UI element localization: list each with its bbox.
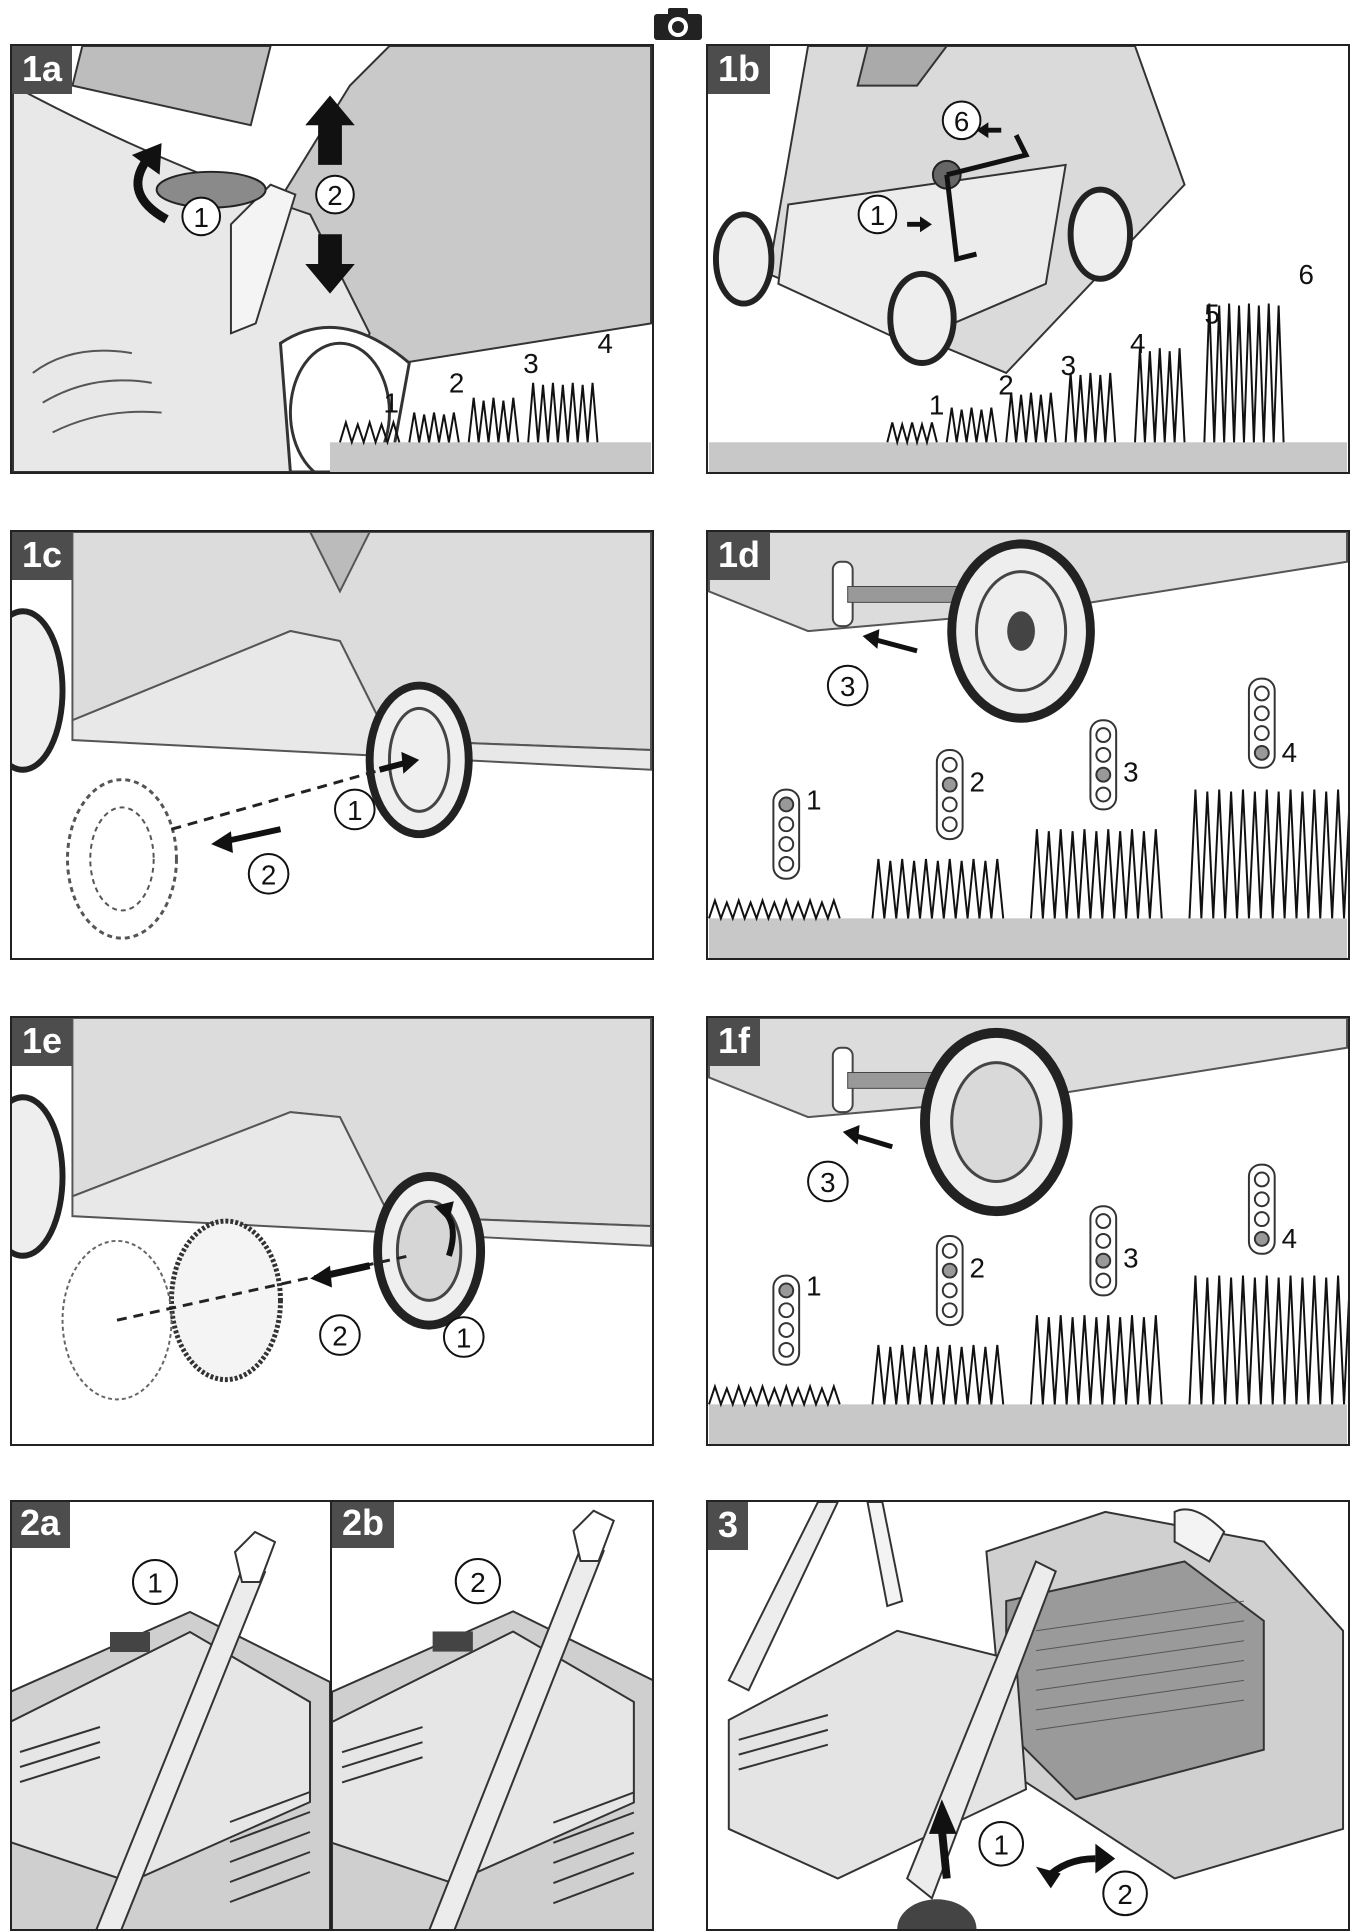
panel-3: 3 1 2 — [706, 1500, 1350, 1931]
panel-1c: 1c 1 2 — [10, 530, 654, 960]
illustration-height-lever — [12, 46, 652, 472]
camera-icon — [654, 8, 702, 40]
panel-2: 2a 1 2b — [10, 1500, 654, 1931]
panel-tag: 1c — [12, 532, 73, 580]
panel-1a: 1a 1 2 1 2 3 4 — [10, 44, 654, 474]
panel-tag: 1a — [12, 46, 73, 94]
illustration-wheel-change — [12, 1018, 652, 1401]
illustration-handle-fold-alt — [332, 1509, 652, 1929]
panel-1f: 1f 3 1 2 3 4 — [706, 1016, 1350, 1446]
panel-1d: 1d 3 1 2 3 4 — [706, 530, 1350, 960]
illustration-height-positions — [708, 532, 1348, 958]
panel-2a: 2a 1 — [12, 1502, 332, 1929]
panel-tag: 1e — [12, 1018, 73, 1066]
panel-tag: 3 — [708, 1502, 749, 1550]
illustration-wheel-removal — [12, 532, 652, 940]
illustration-grass-box — [727, 1502, 1345, 1929]
panel-1b: 1b 6 1 1 2 3 4 5 6 — [706, 44, 1350, 474]
illustration-height-positions-alt — [708, 1018, 1348, 1444]
panel-2b: 2b 2 — [332, 1502, 652, 1929]
panel-tag: 2a — [12, 1502, 71, 1548]
panel-tag: 2b — [332, 1502, 395, 1548]
illustration-mower-front — [708, 46, 1348, 472]
illustration-handle-fold — [12, 1530, 330, 1929]
panel-tag: 1d — [708, 532, 771, 580]
panel-tag: 1b — [708, 46, 771, 94]
panel-tag: 1f — [708, 1018, 761, 1066]
panel-1e: 1e 2 1 — [10, 1016, 654, 1446]
